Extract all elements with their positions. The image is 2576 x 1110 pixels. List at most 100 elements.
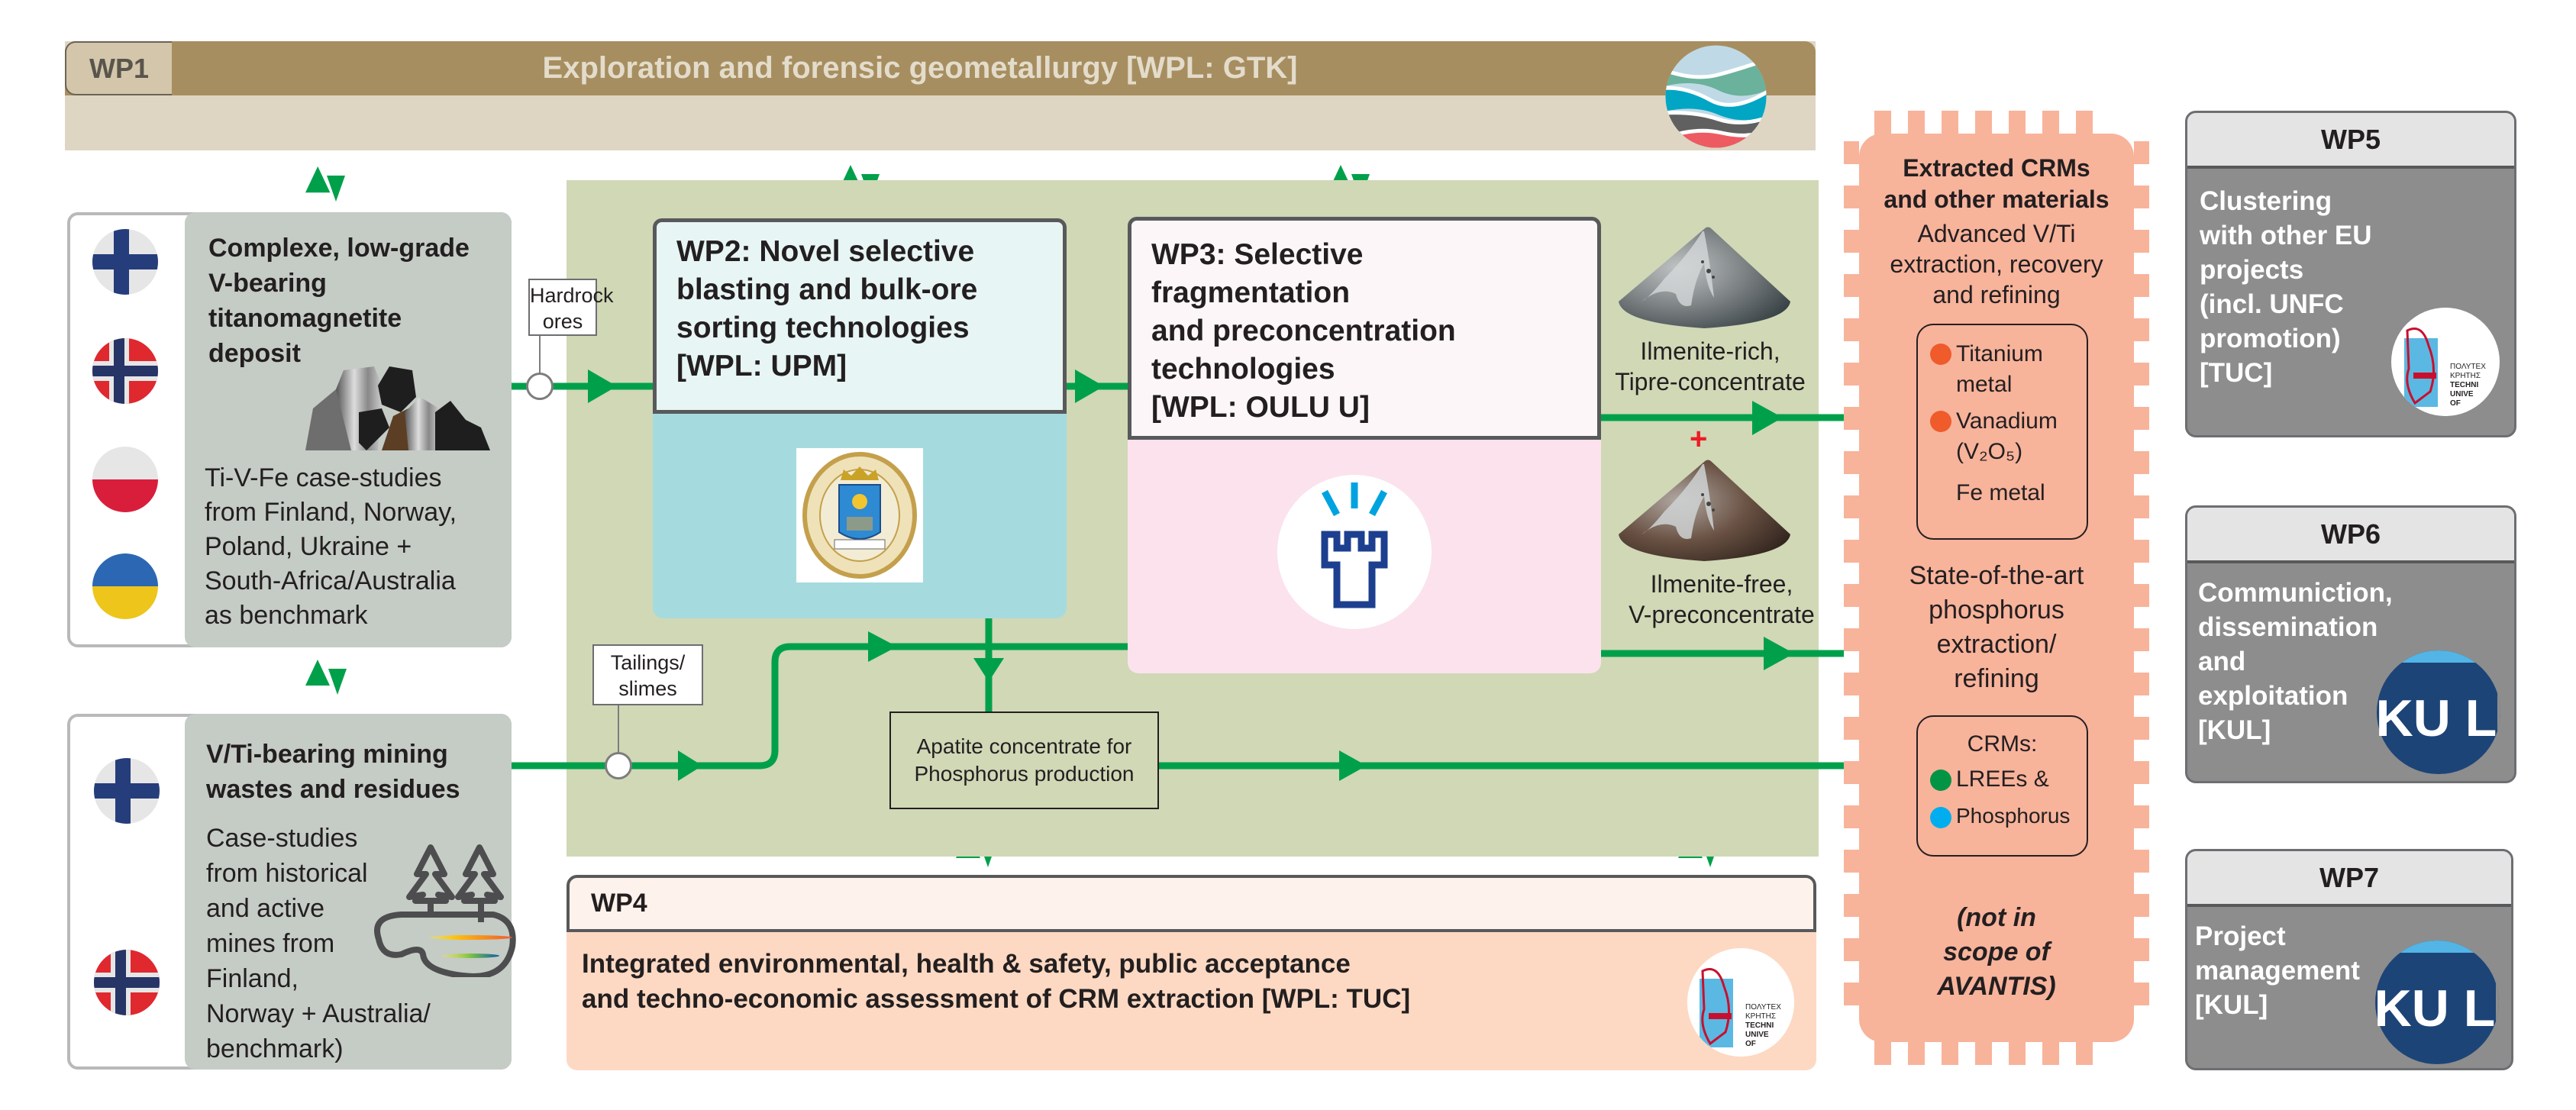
tuc-logo-icon: ΠΟΛΥΤΕΧ ΚΡΗΤΗΣ TECHNI UNIVE OF: [2391, 308, 2500, 416]
wp6-description: Communiction, dissemination and exploita…: [2187, 563, 2514, 747]
orange-dot-icon: [1930, 411, 1951, 432]
crm-panel-tooth: [2134, 584, 2149, 607]
crm-panel-tooth: [2134, 717, 2149, 740]
text-line: Ti-V-Fe case-studies: [205, 463, 442, 492]
crm-panel-tooth: [1844, 938, 1859, 961]
crm-products-phosphorus: CRMs: LREEs & Phosphorus: [1916, 715, 2088, 857]
text-line: as benchmark: [205, 601, 368, 630]
crm-panel-tooth: [2134, 274, 2149, 297]
title-line: V/Ti-bearing mining: [206, 740, 448, 769]
title-line: deposit: [208, 339, 301, 368]
title-line: blasting and bulk-ore: [676, 273, 978, 306]
text-line: Advanced V/Ti: [1917, 220, 2076, 247]
flow-line-tailings: [512, 643, 1128, 770]
text-line: State-of-the-art: [1909, 561, 2084, 590]
crm-panel-tooth: [1844, 318, 1859, 341]
label-ilmenite-rich: Ilmenite-rich, Tipre-concentrate: [1607, 336, 1813, 397]
title-line: [WPL: OULU U]: [1151, 391, 1370, 424]
text-line: South-Africa/Australia: [205, 566, 456, 595]
wp5-tag: WP5: [2187, 113, 2514, 169]
wp7-tag: WP7: [2187, 851, 2511, 907]
title-line: wastes and residues: [206, 775, 460, 804]
wp6-tag: WP6: [2187, 508, 2514, 563]
tuc-logo-icon: ΠΟΛΥΤΕΧ ΚΡΗΤΗΣ TECHNI UNIVE OF: [1687, 948, 1794, 1057]
wp6-panel: WP6 Communiction, dissemination and expl…: [2185, 505, 2516, 783]
ore-rocks-icon: [305, 366, 490, 450]
label-line: slimes: [618, 677, 677, 700]
svg-text:TECHNI: TECHNI: [2450, 381, 2478, 389]
crm-panel-tooth: [2134, 540, 2149, 563]
title-line: and preconcentration: [1151, 315, 1456, 347]
wp1-title: Exploration and forensic geometallurgy […: [542, 51, 1298, 85]
crm-panel-tooth: [2134, 407, 2149, 430]
title-line: titanomagnetite: [208, 304, 402, 333]
plus-sign: +: [1690, 422, 1708, 456]
heading-line: Extracted CRMs: [1903, 154, 2090, 182]
text-line: and refining: [1932, 281, 2061, 308]
label-line: Tipre-concentrate: [1615, 368, 1806, 395]
flow-node: [526, 373, 554, 400]
svg-text:UNIVE: UNIVE: [2450, 390, 2474, 399]
label-tailings-slimes: Tailings/ slimes: [592, 644, 703, 705]
crm-panel-tooth: [2134, 628, 2149, 651]
crm-panel-tooth: [1844, 805, 1859, 828]
text-line: and: [2198, 647, 2246, 676]
title-line: WP2: Novel selective: [676, 235, 975, 268]
crm-scope-note: (not in scope of AVANTIS): [1855, 901, 2138, 1004]
title-line: fragmentation: [1151, 276, 1351, 309]
crm-panel-tooth: [2134, 141, 2149, 164]
ilmenite-rich-pile-icon: [1619, 227, 1790, 328]
flow-arrow: [678, 750, 702, 781]
label-line: ores: [542, 310, 583, 333]
crm-section-vti: Advanced V/Ti extraction, recovery and r…: [1855, 218, 2138, 310]
green-dot-icon: [1930, 770, 1951, 792]
crm-panel-tooth: [2134, 850, 2149, 873]
flow-arrow: [1752, 401, 1783, 435]
site-text-deposit: Ti-V-Fe case-studies from Finland, Norwa…: [205, 461, 518, 633]
crm-panel-tooth: [1844, 628, 1859, 651]
crm-panel-tooth: [1844, 673, 1859, 695]
tailings-pond-trees-icon: [374, 844, 516, 977]
crm-panel-tooth: [1844, 761, 1859, 784]
crm-panel-tooth: [1844, 983, 1859, 1005]
text-line: [KUL]: [2195, 990, 2268, 1020]
crm-panel-tooth: [1844, 850, 1859, 873]
crm-panel-tooth: [2134, 761, 2149, 784]
title-line: WP3: Selective: [1151, 238, 1364, 271]
text-line: [TUC]: [2200, 358, 2273, 388]
site-text-wastes: Case-studies from historical and active …: [206, 821, 512, 1066]
text-line: Clustering: [2200, 186, 2332, 216]
text-line: [KUL]: [2198, 715, 2271, 745]
crm-panel-tooth: [1844, 540, 1859, 563]
orange-dot-icon: [1930, 344, 1951, 365]
oulu-logo-icon: [1277, 475, 1432, 629]
text-line: with other EU: [2200, 221, 2372, 250]
crm-panel-tooth: [2134, 318, 2149, 341]
site-box-wastes-content: [185, 714, 512, 1070]
label-line: Ilmenite-free,: [1650, 570, 1793, 598]
kul-logo-text: KU L: [2375, 979, 2495, 1037]
svg-text:ΚΡΗΤΗΣ: ΚΡΗΤΗΣ: [2450, 372, 2481, 380]
svg-text:OF: OF: [1745, 1040, 1756, 1048]
note-line: AVANTIS): [1937, 972, 2056, 1001]
flow-arrow: [973, 658, 1004, 682]
text-line: mines from: [206, 929, 335, 958]
text-line: refining: [1954, 664, 2039, 693]
text-line: exploitation: [2198, 681, 2348, 711]
wp4-body: [567, 931, 1816, 1070]
crm-panel-tooth: [2134, 894, 2149, 917]
flag-finland-icon: [94, 758, 160, 824]
bidirectional-arrow-icon: [305, 660, 347, 695]
wp7-description: Project management [KUL]: [2187, 907, 2511, 1022]
product-vanadium: Vanadium(V₂O₅): [1930, 406, 2087, 467]
text-line: Norway + Australia/: [206, 999, 431, 1028]
site-title-wastes: V/Ti-bearing mining wastes and residues: [206, 737, 512, 807]
wp1-header-bar: [65, 41, 1816, 95]
svg-text:UNIVE: UNIVE: [1745, 1031, 1769, 1039]
crm-panel-tooth: [2134, 938, 2149, 961]
text-line: Integrated environmental, health & safet…: [582, 949, 1351, 979]
label-ilmenite-free: Ilmenite-free, V-preconcentrate: [1619, 569, 1825, 630]
crm-output-panel: [1844, 111, 2149, 1065]
